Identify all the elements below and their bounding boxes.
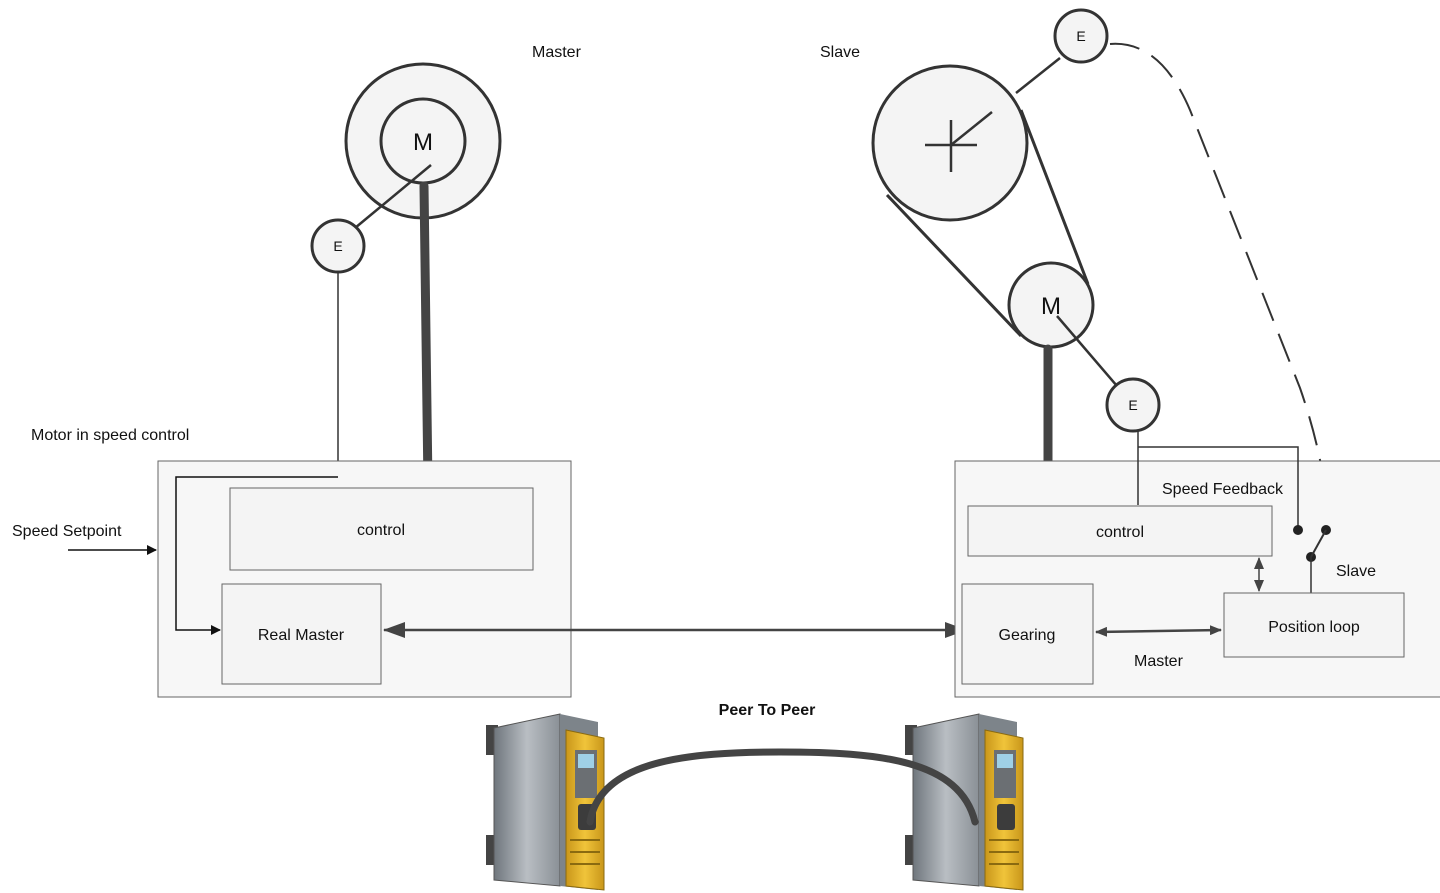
slave-motor-encoder: E bbox=[1107, 379, 1159, 431]
speed-feedback-label: Speed Feedback bbox=[1162, 481, 1284, 498]
master-power-cable bbox=[424, 186, 428, 486]
motor-in-speed-control-label: Motor in speed control bbox=[31, 427, 189, 444]
belt-right bbox=[1021, 110, 1088, 284]
master-control-label: control bbox=[357, 522, 405, 539]
slave-load-encoder-label: E bbox=[1076, 28, 1085, 44]
slave-motor: M bbox=[1009, 263, 1093, 347]
peer-to-peer-label: Peer To Peer bbox=[719, 702, 816, 719]
load-encoder-coupling bbox=[1016, 58, 1060, 93]
slave-motor-encoder-label: E bbox=[1128, 397, 1137, 413]
slave-load-encoder: E bbox=[1055, 10, 1107, 62]
master-link-label: Master bbox=[1134, 653, 1184, 670]
speed-setpoint-label: Speed Setpoint bbox=[12, 523, 122, 540]
master-drive-unit bbox=[486, 714, 604, 890]
load-encoder-dashed-wire bbox=[1110, 44, 1328, 522]
real-master-label: Real Master bbox=[258, 627, 345, 644]
master-encoder-label: E bbox=[333, 238, 342, 254]
switch-contact-feedback bbox=[1293, 525, 1303, 535]
slave-title: Slave bbox=[820, 44, 860, 61]
master-title: Master bbox=[532, 44, 582, 61]
master-encoder: E bbox=[312, 220, 364, 272]
master-motor-label: M bbox=[413, 129, 433, 156]
slave-control-label: control bbox=[1096, 524, 1144, 541]
gearing-label: Gearing bbox=[999, 627, 1056, 644]
slave-switch-label: Slave bbox=[1336, 563, 1376, 580]
slave-load-pulley bbox=[873, 66, 1027, 220]
position-loop-label: Position loop bbox=[1268, 619, 1360, 636]
